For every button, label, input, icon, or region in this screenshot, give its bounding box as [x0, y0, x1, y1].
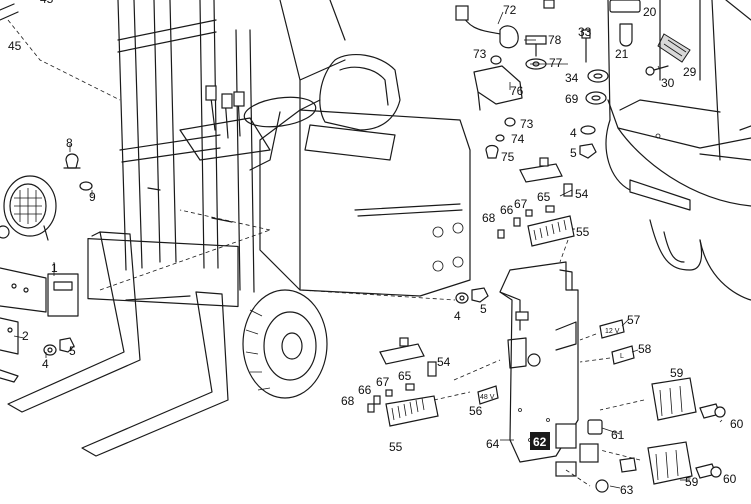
part-label-54a: 54	[575, 187, 589, 201]
part-62-highlight: 62	[530, 432, 550, 450]
tag-12v: 12 V	[599, 319, 625, 339]
part-label-45a: 45	[40, 0, 54, 6]
part-label-21: 21	[615, 47, 629, 61]
part-label-66a: 66	[500, 203, 514, 217]
part-label-66b: 66	[358, 383, 372, 397]
part-label-5b: 5	[480, 302, 487, 316]
part-label-68a: 68	[482, 211, 496, 225]
tag-48v-text: 48 V	[480, 394, 495, 401]
part-label-73b: 73	[520, 117, 534, 131]
part-label-5c: 5	[69, 344, 76, 358]
forklift-illustration	[7, 0, 471, 457]
part-label-61: 61	[611, 428, 625, 442]
part-label-75: 75	[501, 150, 515, 164]
part-label-20: 20	[643, 5, 657, 19]
part-label-63: 63	[620, 483, 634, 497]
left-parts	[0, 3, 121, 383]
part-label-59a: 59	[670, 366, 684, 380]
electrical-parts: 12 V L 48 V	[367, 157, 726, 493]
part-label-57: 57	[627, 313, 641, 327]
part-label-5a: 5	[570, 146, 577, 160]
tag-l: L	[611, 345, 635, 365]
part-label-67a: 67	[514, 197, 528, 211]
part-label-4a: 4	[570, 126, 577, 140]
part-label-30: 30	[661, 76, 675, 90]
part-label-29: 29	[683, 65, 697, 79]
part-label-60a: 60	[730, 417, 744, 431]
part-label-67b: 67	[376, 375, 390, 389]
part-label-59b: 59	[685, 475, 699, 489]
part-label-74: 74	[511, 132, 525, 146]
part-label-2: 2	[22, 329, 29, 343]
part-label-8: 8	[66, 136, 73, 150]
tag-l-text: L	[620, 353, 624, 360]
part-label-9: 9	[89, 190, 96, 204]
part-label-34: 34	[565, 71, 579, 85]
tag-12v-text: 12 V	[605, 328, 620, 335]
part-number-labels: 45 45 72 20 33 78 21 73 77 29 34 30 76 6…	[8, 0, 744, 497]
part-label-78: 78	[548, 33, 562, 47]
part-label-65b: 65	[398, 369, 412, 383]
part-label-72: 72	[503, 3, 517, 17]
part-label-65a: 65	[537, 190, 551, 204]
part-label-33: 33	[578, 25, 592, 39]
tag-48v: 48 V	[477, 385, 499, 405]
part-62-label: 62	[533, 435, 547, 449]
part-label-4c: 4	[42, 357, 49, 371]
part-label-64: 64	[486, 437, 500, 451]
part-label-54b: 54	[437, 355, 451, 369]
part-label-4b: 4	[454, 309, 461, 323]
part-label-56: 56	[469, 404, 483, 418]
rear-counterweight	[605, 0, 751, 301]
part-label-55b: 55	[389, 440, 403, 454]
part-label-69: 69	[565, 92, 579, 106]
part-label-77: 77	[549, 56, 563, 70]
part-label-73a: 73	[473, 47, 487, 61]
part-label-1: 1	[51, 261, 58, 275]
part-label-68b: 68	[341, 394, 355, 408]
part-label-45: 45	[8, 39, 22, 53]
part-label-76: 76	[510, 84, 524, 98]
part-label-60b: 60	[723, 472, 737, 486]
part-label-55a: 55	[576, 225, 590, 239]
top-parts	[455, 0, 691, 159]
part-label-58: 58	[638, 342, 652, 356]
